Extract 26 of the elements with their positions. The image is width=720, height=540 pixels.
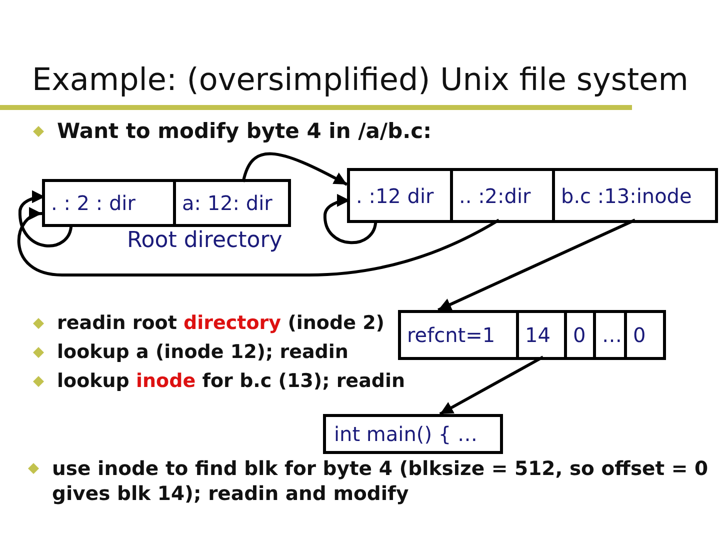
- directory-entry: a: 12: dir: [176, 182, 288, 224]
- directory-entry: b.c :13:inode: [555, 171, 715, 220]
- bullet-text: use inode to find blk for byte 4 (blksize = 512, so offset = 0 gives blk 14); readin and modify: [52, 456, 710, 506]
- table-caption: Root directory: [127, 228, 282, 254]
- bullet-text: Want to modify byte 4 in /a/b.c:: [57, 118, 432, 145]
- arrow: [18, 190, 73, 248]
- arrow: [242, 152, 348, 186]
- inode-table: [398, 310, 666, 360]
- bullet-text: lookup inode for b.c (13); readin: [57, 369, 406, 394]
- inode-field: refcnt=1: [401, 313, 519, 357]
- inode-field: 14: [519, 313, 567, 357]
- data-block: int main() { …: [323, 414, 503, 454]
- directory-entry: .. :2:dir: [453, 171, 555, 220]
- bullet-text: readin root directory (inode 2): [57, 311, 386, 336]
- inode-field: 0: [567, 313, 596, 357]
- arrow: [324, 194, 378, 244]
- bullet-text: lookup a (inode 12); readin: [57, 340, 350, 365]
- arrow: [18, 209, 500, 276]
- directory-entry: . :12 dir: [350, 171, 453, 220]
- inode-field: …: [596, 313, 627, 357]
- slide-title: Example: (oversimplified) Unix file system: [32, 61, 688, 99]
- inode-field: 0: [627, 313, 663, 357]
- directory-table: [347, 168, 718, 223]
- arrow: [439, 356, 544, 416]
- arrow: [438, 218, 636, 312]
- directory-entry: . : 2 : dir: [45, 182, 176, 224]
